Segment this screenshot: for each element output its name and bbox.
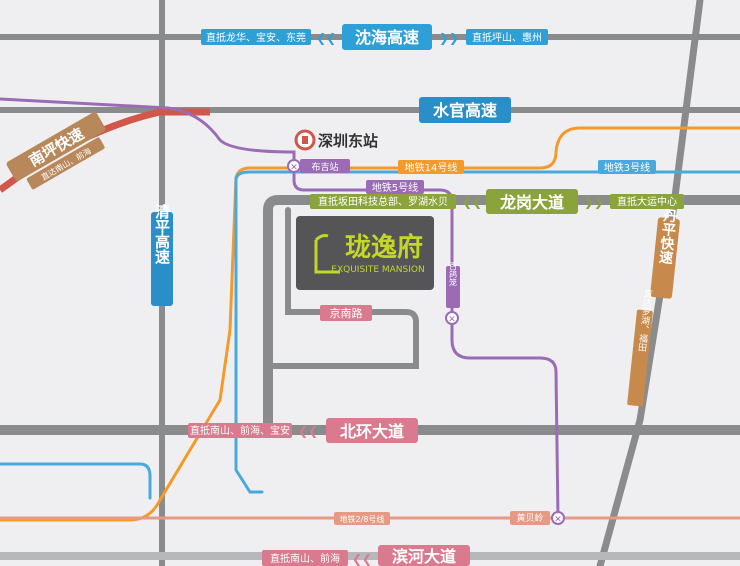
- arrow-left-icon: ❮❮: [352, 552, 372, 566]
- longgang-left-text: 直抵坂田科技总部、罗湖水贝: [318, 195, 448, 208]
- line5-label-bg: [366, 180, 424, 194]
- project-name: 珑逸府: [345, 232, 423, 263]
- metro-line5: [0, 97, 560, 520]
- jingnan-name: 京南路: [330, 306, 363, 320]
- station-marker-huangbeiling: [551, 511, 565, 525]
- line3-label: 地铁3号线: [604, 161, 650, 174]
- beihuan-name: 北环大道: [340, 422, 404, 441]
- huangbeiling-label-bg: [510, 511, 550, 525]
- line14-label: 地铁14号线: [405, 161, 458, 174]
- station-marker-x: ✕: [554, 515, 562, 525]
- beihuan-left-text: 直抵南山、前海、宝安: [190, 424, 290, 437]
- line14-label-bg: [398, 160, 464, 174]
- qingping-name: 清平高速: [153, 203, 171, 265]
- qingping-name-bg: [151, 212, 173, 306]
- longgang-left-bg: [310, 194, 456, 209]
- arrow-left-icon: ❮❮: [462, 195, 482, 209]
- nanping-label-group: 南坪快速 直达南山、前海: [6, 112, 106, 190]
- danping-sub-bg: [627, 309, 653, 407]
- road-danping: [596, 0, 704, 566]
- longgang-name-bg: [486, 189, 578, 214]
- beihuan-label-group: 直抵南山、前海、宝安 ❮❮ 北环大道: [188, 418, 418, 443]
- beihuan-name-bg: [326, 418, 418, 443]
- shenhai-name: 沈海高速: [355, 28, 419, 47]
- shenhai-label-group: 直抵龙华、宝安、东莞 ❮❮ 沈海高速 ❯❯ 直抵坪山、惠州: [201, 24, 548, 50]
- railway-icon-inner: [302, 136, 308, 144]
- shenhai-name-bg: [342, 24, 432, 50]
- nanping-name-bg: [6, 112, 106, 181]
- nanping-sub-bg: [26, 137, 105, 190]
- road-jingnan: [265, 207, 419, 369]
- binhe-label-group: 直抵南山、前海 ❮❮ 滨河大道: [262, 545, 470, 566]
- line2-8-label: 地铁2/8号线: [340, 514, 385, 524]
- arrow-right-icon: ❯❯: [439, 31, 459, 45]
- shuiguan-name: 水官高速: [433, 101, 497, 120]
- longgang-name: 龙岗大道: [499, 193, 564, 212]
- baige-label-bg: [446, 266, 460, 308]
- shenhai-right-text: 直抵坪山、惠州: [472, 31, 542, 44]
- shuiguan-name-bg: [419, 97, 511, 123]
- shenhai-right-bg: [466, 29, 548, 45]
- project-block: 珑逸府 EXQUISITE MANSION: [296, 216, 434, 290]
- qingping-label-group: 清平高速: [151, 203, 173, 306]
- binhe-name-bg: [378, 545, 470, 566]
- arrow-left-icon: ❮❮: [298, 424, 318, 438]
- road-longgang: [263, 195, 740, 435]
- beihuan-left-bg: [188, 423, 292, 438]
- danping-name-bg: [650, 217, 680, 299]
- binhe-left-text: 直抵南山、前海: [270, 552, 340, 565]
- binhe-name: 滨河大道: [392, 547, 456, 566]
- buji-label-bg: [300, 159, 350, 173]
- shenhai-left-text: 直抵龙华、宝安、东莞: [206, 31, 306, 44]
- danping-name: 丹平快速: [656, 207, 678, 266]
- longgang-right-bg: [610, 194, 684, 209]
- shenzhen-east-label: 深圳东站: [318, 132, 378, 150]
- project-logo-icon: [314, 234, 340, 274]
- line5-label: 地铁5号线: [372, 181, 418, 194]
- station-markers: ✕ ✕ ✕: [287, 159, 565, 525]
- jingnan-label-group: 京南路: [320, 305, 372, 321]
- railway-station: 深圳东站: [294, 129, 378, 151]
- line3-label-bg: [598, 160, 656, 174]
- station-marker-x: ✕: [448, 315, 456, 325]
- longgang-label-group: 直抵坂田科技总部、罗湖水贝 ❮❮ 龙岗大道 ❯❯ 直抵大运中心: [310, 189, 684, 214]
- metro-line14: [0, 126, 740, 522]
- metro-labels: 地铁14号线 地铁3号线 地铁5号线 地铁2/8号线 布吉站 百鸽笼 黄贝岭: [300, 159, 656, 525]
- danping-label-group: 丹平快速 直达罗湖、福田: [627, 207, 680, 407]
- line2-8-label-bg: [334, 512, 390, 525]
- metro-line3: [234, 170, 740, 494]
- arrow-left-icon: ❮❮: [316, 31, 336, 45]
- buji-label: 布吉站: [311, 161, 338, 173]
- station-marker-x: ✕: [290, 163, 298, 173]
- shuiguan-label-group: 水官高速: [419, 97, 511, 123]
- jingnan-name-bg: [320, 305, 372, 321]
- binhe-left-bg: [262, 550, 348, 566]
- baige-label: 百鸽笼: [449, 262, 458, 287]
- shenhai-left-bg: [201, 29, 311, 45]
- longgang-right-text: 直抵大运中心: [617, 195, 677, 208]
- project-english-name: EXQUISITE MANSION: [331, 265, 424, 275]
- huangbeiling-label: 黄贝岭: [516, 512, 543, 524]
- metro-line3-west: [0, 462, 152, 500]
- station-marker-baige: [445, 311, 459, 325]
- arrow-right-icon: ❯❯: [584, 195, 604, 209]
